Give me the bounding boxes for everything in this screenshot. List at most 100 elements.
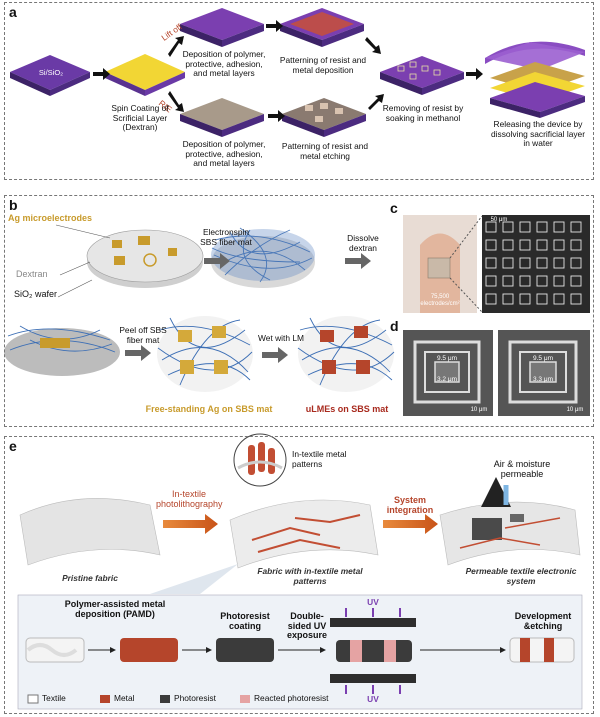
panel-e-label: e — [9, 438, 17, 454]
electrospin-label: Electronspin SBS fiber mat — [200, 227, 252, 247]
finger-photo — [403, 215, 477, 313]
deposition-top-label: Deposition of polymer, protective, adhes… — [182, 49, 266, 79]
ulmes-label: uLMEs on SBS mat — [305, 404, 389, 414]
sem-cell — [570, 221, 582, 233]
process-step-textile — [25, 637, 85, 663]
pristine-fabric — [19, 498, 161, 566]
sem-cell — [485, 221, 497, 233]
sem-cell — [553, 239, 565, 251]
sem-cell — [536, 239, 548, 251]
legend-metal: Metal — [114, 693, 135, 703]
process-step-photoresist — [216, 638, 274, 662]
wafer-deposition-bottom — [180, 98, 264, 137]
sio2-wafer-label: SiO₂ wafer — [14, 289, 58, 299]
sem-cell — [502, 293, 514, 305]
dextran-label: Dextran — [16, 269, 48, 279]
sio2-wafer-disc — [86, 229, 204, 288]
panel-b-label: b — [9, 197, 18, 213]
legend-swatch-reacted — [240, 695, 250, 703]
legend-swatch-metal — [100, 695, 110, 703]
sem-array — [482, 215, 590, 313]
patterning-top-label: Patterning of resist and metal depositio… — [279, 55, 367, 75]
wet-lm-label: Wet with LM — [258, 333, 304, 343]
wafer-released-device — [485, 41, 585, 118]
sem-cell — [570, 257, 582, 269]
in-textile-metal-label: In-textile metal patterns — [292, 449, 347, 469]
sem-cell — [485, 293, 497, 305]
label-leaders-b — [55, 224, 111, 298]
sem-cell — [553, 293, 565, 305]
scale-d-right: 10 μm — [566, 407, 584, 413]
wafer-deposition-top — [180, 8, 264, 47]
fiber-mat-1 — [211, 227, 315, 288]
legend-photoresist: Photoresist — [174, 693, 216, 703]
sem-cell — [485, 257, 497, 269]
scale-d-left: 10 μm — [470, 407, 488, 413]
wafer-dextran — [105, 54, 185, 96]
in-textile-label: In-textile photolithography — [156, 489, 223, 509]
panel-b-arrows — [125, 253, 371, 363]
sem-cell — [536, 221, 548, 233]
sem-cell — [502, 239, 514, 251]
uv-top-label: UV — [367, 597, 379, 607]
sem-cell — [502, 257, 514, 269]
process-step-uv — [330, 608, 416, 694]
dim-left-a: 9.5 μm — [436, 355, 457, 362]
sem-cell — [536, 275, 548, 287]
sem-cell — [570, 239, 582, 251]
legend-reacted: Reacted photoresist — [254, 693, 329, 703]
wafer-removed-resist — [380, 56, 464, 95]
sem-cell — [536, 293, 548, 305]
sem-cell — [502, 221, 514, 233]
sem-cell — [553, 221, 565, 233]
sem-cell — [485, 275, 497, 287]
permeable-label: Permeable textile electronic system — [465, 566, 577, 586]
peel-label: Peel off SBS fiber mat — [119, 325, 167, 345]
development-label: Development &etching — [514, 611, 572, 631]
panel-e-arrows — [163, 514, 438, 534]
fiber-mat-peel — [4, 325, 120, 376]
sem-cell — [485, 239, 497, 251]
sem-cell — [570, 275, 582, 287]
dim-right-a: 9.5 μm — [532, 355, 553, 362]
sem-cell — [570, 293, 582, 305]
sem-electrode-left — [403, 330, 493, 416]
panel-a — [4, 2, 594, 180]
process-step-developed — [509, 637, 575, 663]
spin-coating-label: Spin Coating of Scrificial Layer (Dextra… — [111, 103, 169, 133]
wafer-patterning-bottom — [282, 98, 366, 137]
removing-label: Removing of resist by soaking in methano… — [382, 103, 464, 123]
system-integration-label: System integration — [386, 495, 434, 515]
sem-cell — [519, 293, 531, 305]
photoresist-coating-label: Photoresist coating — [220, 611, 270, 631]
sem-cell — [536, 257, 548, 269]
metal-patterned-fabric — [229, 499, 379, 569]
legend-textile: Textile — [42, 693, 66, 703]
callout-wedge — [150, 564, 238, 594]
substrate-label: Si/SiO₂ — [38, 68, 64, 77]
releasing-label: Releasing the device by dissolving sacri… — [490, 119, 586, 149]
wafer-si-sio2 — [10, 55, 90, 96]
ag-microelectrodes-label: Ag microelectrodes — [8, 213, 93, 223]
legend-swatch-textile — [27, 694, 39, 704]
sem-electrode-right — [498, 330, 590, 416]
process-step-metal — [120, 638, 178, 662]
panel-a-label: a — [9, 4, 17, 20]
panel-c-label: c — [390, 200, 398, 216]
pamd-label: Polymer-assisted metal deposition (PAMD) — [64, 599, 166, 619]
double-sided-label: Double-sided UV exposure — [286, 611, 328, 641]
panel-a-arrows — [93, 20, 483, 122]
sem-cell — [553, 257, 565, 269]
pristine-label: Pristine fabric — [62, 573, 118, 583]
sem-cell — [519, 239, 531, 251]
fiber-mat-ag — [157, 316, 253, 392]
panel-d-label: d — [390, 318, 399, 334]
uv-bottom-label: UV — [367, 694, 379, 704]
zoom-line-top — [449, 215, 483, 259]
density-label: 75,500 electrodes/cm² — [420, 294, 460, 307]
panel-b — [4, 195, 594, 427]
sem-cell — [519, 221, 531, 233]
dim-left-b: 3.2 μm — [436, 376, 457, 383]
legend-swatch-photoresist — [160, 695, 170, 703]
sem-cell — [519, 275, 531, 287]
